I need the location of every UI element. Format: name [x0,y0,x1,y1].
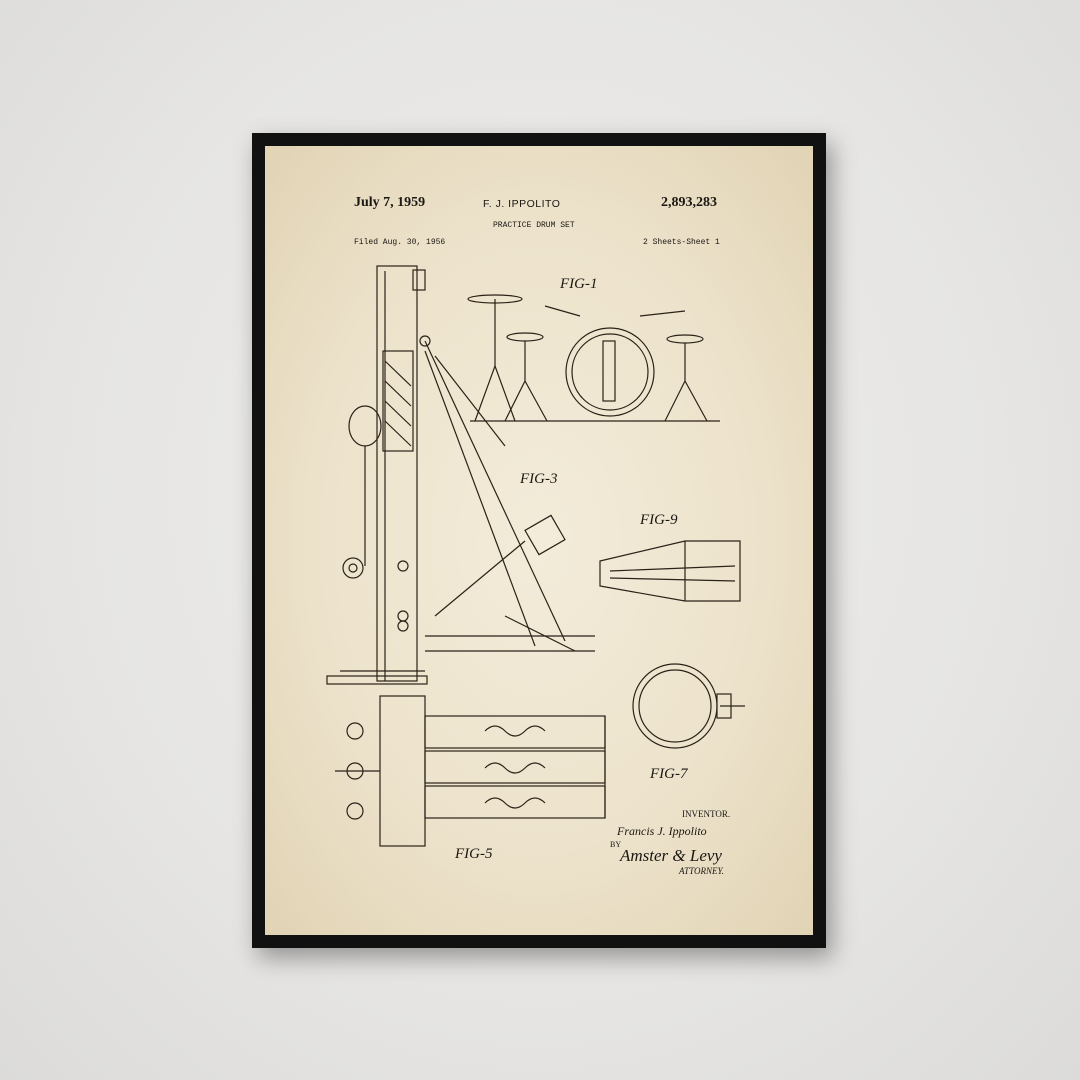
fig5-top-view [335,695,606,847]
fig1-label: FIG-1 [559,276,598,292]
fig3-side-view [326,265,595,685]
fig1-drum-kit [467,294,720,422]
patent-drawing: FIG-1 FIG-3 FIG-9 FIG-7 FIG-5 [326,265,745,862]
fig9-detail [599,540,741,602]
fig3-label: FIG-3 [519,471,558,487]
fig9-label: FIG-9 [639,512,678,528]
by-label: BY [610,840,622,849]
patent-filed-date: Filed Aug. 30, 1956 [354,238,446,247]
patent-date: July 7, 1959 [354,195,426,210]
patent-inventor-header: F. J. IPPOLITO [483,198,561,210]
patent-title: PRACTICE DRUM SET [493,221,575,230]
attorney-label: ATTORNEY. [679,866,724,876]
patent-number: 2,893,283 [661,195,717,210]
inventor-signature: Francis J. Ippolito [617,824,707,838]
patent-poster: July 7, 1959 F. J. IPPOLITO 2,893,283 PR… [265,146,813,935]
patent-sheets: 2 Sheets-Sheet 1 [643,238,720,247]
fig7-label: FIG-7 [649,766,689,782]
fig7-detail [632,663,745,749]
attorney-signature: Amster & Levy [620,846,722,865]
inventor-label: INVENTOR. [682,809,731,819]
fig5-label: FIG-5 [454,846,493,862]
